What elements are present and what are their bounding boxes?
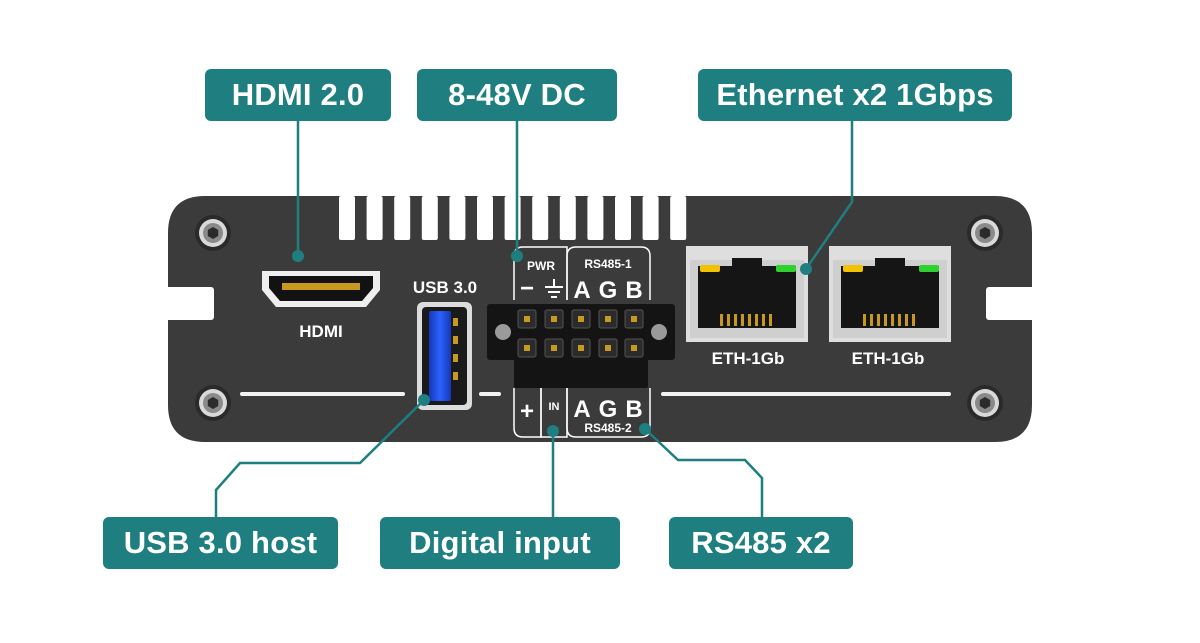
heatsink-fin-gap [532,196,549,240]
eth-2-port-label: ETH-1Gb [852,349,925,368]
screw-icon [195,215,231,251]
terminal-pin [571,309,591,329]
heatsink-fin-gap [394,196,411,240]
left-notch [180,287,214,320]
screw-icon [195,385,231,421]
terminal-pin [544,309,564,329]
terminal-pin [544,338,564,358]
usb-3-port [417,302,472,410]
heatsink-fin-gap [366,196,383,240]
usb-callout: USB 3.0 host [103,517,338,569]
heatsink-fin-gap [449,196,466,240]
heatsink-fin-gap [339,196,355,240]
panel-line-mid [479,392,501,396]
rs485-callout: RS485 x2 [669,517,853,569]
leader-endpoints [292,250,812,437]
eth-1-port-label: ETH-1Gb [712,349,785,368]
heatsink-fin-gap [670,196,687,240]
digital-input-callout: Digital input [380,517,620,569]
hdmi-port-label: HDMI [299,322,342,341]
terminal-pin [517,338,537,358]
pwr-plus-label: + [520,398,534,425]
heatsink-fin-gap [587,196,604,240]
hdmi-callout: HDMI 2.0 [205,69,391,121]
screw-icon [967,385,1003,421]
pwr-label: PWR [527,259,555,273]
rs485-2-pin-b: B [625,396,642,423]
terminal-pin [517,309,537,329]
ethernet-leader-dot [800,263,812,275]
rs485-1-pin-g: G [599,277,618,304]
rs485-1-label: RS485-1 [584,257,632,271]
rs485-leader-dot [639,423,651,435]
hdmi-leader-dot [292,250,304,262]
heatsink-fin-gap [642,196,659,240]
digital-in-label: IN [549,401,560,413]
heatsink-fin-gap [559,196,576,240]
ethernet-callout: Ethernet x2 1Gbps [698,69,1012,121]
usb-leader-dot [418,394,430,406]
rs485-1-pin-b: B [625,277,642,304]
usb-port-label: USB 3.0 [413,278,477,297]
rs485-2-label: RS485-2 [584,421,632,435]
right-notch [986,287,1020,320]
screw-icon [967,215,1003,251]
terminal-pin [571,338,591,358]
terminal-pin [598,338,618,358]
power-leader-dot [511,250,523,262]
digital-input-leader-dot [547,425,559,437]
terminal-pin [624,338,644,358]
pwr-minus-label: − [520,275,534,302]
power-callout: 8-48V DC [417,69,617,121]
ethernet-leader-line [804,121,854,270]
heatsink-fin-gap [421,196,438,240]
rs485-1-pin-a: A [573,277,590,304]
ethernet-port-2 [829,246,951,342]
terminal-pins [517,309,644,358]
panel-line-right [661,392,951,396]
terminal-pin [624,309,644,329]
leader-lines [214,121,854,517]
hdmi-port [262,271,380,307]
usb-leader-line [214,399,425,517]
ground-symbol-icon [545,279,563,298]
rs485-leader-line [644,428,764,517]
rs485-2-pin-a: A [573,396,590,423]
panel-line-left [240,392,405,396]
heatsink-fin-gap [477,196,493,240]
heatsink-fin-gap [615,196,631,240]
terminal-pin [598,309,618,329]
ethernet-port-1 [686,246,808,342]
rs485-2-pin-g: G [599,396,618,423]
